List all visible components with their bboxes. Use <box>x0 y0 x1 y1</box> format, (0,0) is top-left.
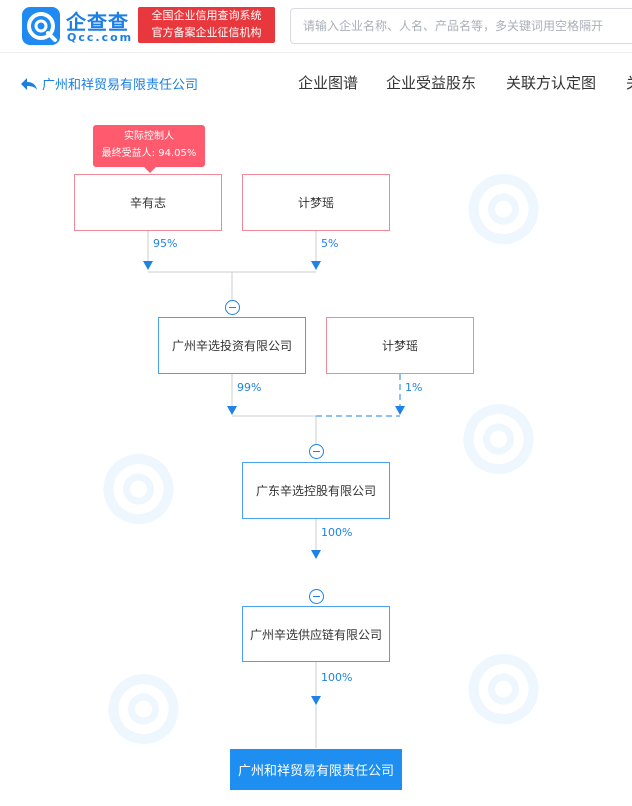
node-company-xinxuan-invest[interactable]: 广州辛选投资有限公司 <box>158 317 306 374</box>
badge-line-1: 全国企业信用查询系统 <box>151 9 262 22</box>
tab-beneficial-owners[interactable]: 企业受益股东 <box>386 74 477 92</box>
back-link-label: 广州和祥贸易有限责任公司 <box>42 78 199 93</box>
watermark-icon <box>463 404 534 475</box>
tag-pointer <box>144 167 156 173</box>
edge-pct-supply-target: 100% <box>321 671 353 684</box>
tab-enterprise-graph[interactable]: 企业图谱 <box>298 74 359 92</box>
qcc-logo-icon[interactable] <box>22 7 60 45</box>
watermark-icon <box>468 174 539 245</box>
tag-ratio: 最终受益人: 94.05% <box>101 148 197 159</box>
badge-line-2: 官方备案企业征信机构 <box>151 26 262 39</box>
beneficial-owner-tag: 实际控制人 最终受益人: 94.05% <box>93 125 205 167</box>
node-shareholder-ji-mengyao[interactable]: 计梦瑶 <box>242 174 390 231</box>
top-header: 企查查 Qcc.com 全国企业信用查询系统 官方备案企业征信机构 <box>0 0 632 53</box>
search-input[interactable] <box>291 9 632 43</box>
watermark-icon <box>103 454 174 525</box>
connector-lines <box>143 231 405 748</box>
collapse-toggle-holding[interactable] <box>309 444 324 459</box>
back-link[interactable]: 广州和祥贸易有限责任公司 <box>20 74 198 93</box>
tab-more[interactable]: 关 <box>626 72 632 93</box>
edge-pct-invest-holding: 99% <box>237 381 262 394</box>
equity-diagram: 实际控制人 最终受益人: 94.05% 辛有志 计梦瑶 95% 5% 广州辛选投… <box>0 110 632 806</box>
watermark-icon <box>468 654 539 725</box>
edge-pct-ji2-holding: 1% <box>405 381 423 394</box>
search-box <box>290 8 632 44</box>
watermark-icon <box>108 674 179 745</box>
node-target-company[interactable]: 广州和祥贸易有限责任公司 <box>230 749 402 790</box>
node-shareholder-ji-mengyao-2[interactable]: 计梦瑶 <box>326 317 474 374</box>
tag-title: 实际控制人 <box>124 131 174 142</box>
node-company-xinxuan-holding[interactable]: 广东辛选控股有限公司 <box>242 462 390 519</box>
edge-pct-xin-invest: 95% <box>153 237 178 250</box>
collapse-toggle-supply[interactable] <box>309 589 324 604</box>
edge-pct-holding-supply: 100% <box>321 526 353 539</box>
brand-name[interactable]: 企查查 <box>66 10 129 34</box>
official-badge: 全国企业信用查询系统 官方备案企业征信机构 <box>138 7 275 43</box>
tab-related-party-graph[interactable]: 关联方认定图 <box>506 74 597 92</box>
collapse-toggle-invest[interactable] <box>225 300 240 315</box>
brand-domain: Qcc.com <box>67 31 134 44</box>
back-arrow-icon <box>21 77 37 90</box>
nav-bar: 广州和祥贸易有限责任公司 企业图谱 企业受益股东 关联方认定图 关 <box>0 58 632 106</box>
node-company-xinxuan-supply-chain[interactable]: 广州辛选供应链有限公司 <box>242 606 390 662</box>
edge-pct-ji-invest: 5% <box>321 237 339 250</box>
node-shareholder-xin-youzhi[interactable]: 辛有志 <box>74 174 222 231</box>
